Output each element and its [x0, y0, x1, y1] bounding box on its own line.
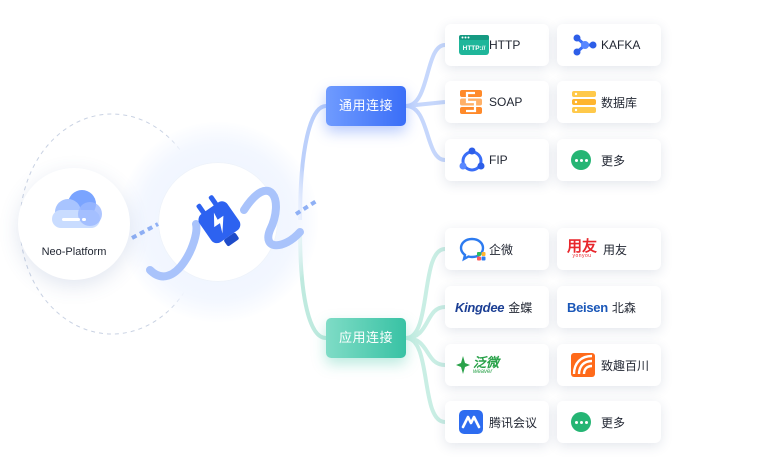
fip-icon — [459, 146, 489, 174]
platform-label: Neo-Platform — [41, 246, 107, 258]
card-label: 更多 — [601, 153, 626, 168]
branch-general-2 — [405, 100, 446, 108]
card-more-general[interactable]: 更多 — [557, 139, 661, 181]
card-weaver[interactable]: 泛微 weaver — [445, 344, 549, 386]
card-database[interactable]: 数据库 — [557, 81, 661, 123]
card-label: 致趣百川 — [601, 358, 650, 373]
kingdee-logo: Kingdee — [455, 299, 505, 315]
card-kafka[interactable]: KAFKA — [557, 24, 661, 66]
card-label: 数据库 — [601, 95, 638, 110]
card-label: 金蝶 — [508, 300, 533, 315]
http-icon-text: HTTP:// — [463, 45, 486, 52]
card-zhiqu[interactable]: 致趣百川 — [557, 344, 661, 386]
card-wecom[interactable]: 企微 — [445, 228, 549, 270]
branch-app-4 — [405, 336, 446, 424]
yonyou-logo: 用友 yonyou — [567, 238, 598, 259]
card-http[interactable]: HTTP:// HTTP — [445, 24, 549, 66]
card-label: FIP — [489, 153, 508, 167]
more-icon — [571, 408, 601, 436]
card-label: 用友 — [603, 242, 628, 257]
http-icon: HTTP:// — [459, 31, 489, 59]
card-tencent-meeting[interactable]: 腾讯会议 — [445, 401, 549, 443]
card-more-app[interactable]: 更多 — [557, 401, 661, 443]
card-yonyou[interactable]: 用友 yonyou 用友 — [557, 228, 661, 270]
card-label: 腾讯会议 — [489, 415, 538, 430]
card-fip[interactable]: FIP — [445, 139, 549, 181]
weaver-logo: 泛微 weaver — [455, 354, 499, 376]
card-label: HTTP — [489, 38, 521, 52]
card-label: KAFKA — [601, 38, 641, 52]
platform-node: Neo-Platform — [18, 168, 130, 280]
database-icon — [571, 88, 601, 116]
branch-app-1 — [405, 247, 446, 340]
kafka-icon — [571, 31, 601, 59]
card-kingdee[interactable]: Kingdee 金蝶 — [445, 286, 549, 328]
category-general[interactable]: 通用连接 — [326, 86, 406, 126]
category-app[interactable]: 应用连接 — [326, 318, 406, 358]
beisen-logo: Beisen — [567, 299, 608, 315]
zhiqu-icon — [571, 351, 601, 379]
branch-general-3 — [405, 104, 446, 162]
wecom-icon — [459, 235, 489, 263]
card-label: 更多 — [601, 415, 626, 430]
more-icon — [571, 146, 601, 174]
cloud-icon — [44, 186, 106, 239]
card-soap[interactable]: SOAP — [445, 81, 549, 123]
soap-icon — [459, 88, 489, 116]
card-label: 企微 — [489, 242, 514, 257]
card-label: 北森 — [611, 300, 636, 315]
tencent-meeting-icon — [459, 408, 489, 436]
card-label: SOAP — [489, 95, 523, 109]
card-beisen[interactable]: Beisen 北森 — [557, 286, 661, 328]
